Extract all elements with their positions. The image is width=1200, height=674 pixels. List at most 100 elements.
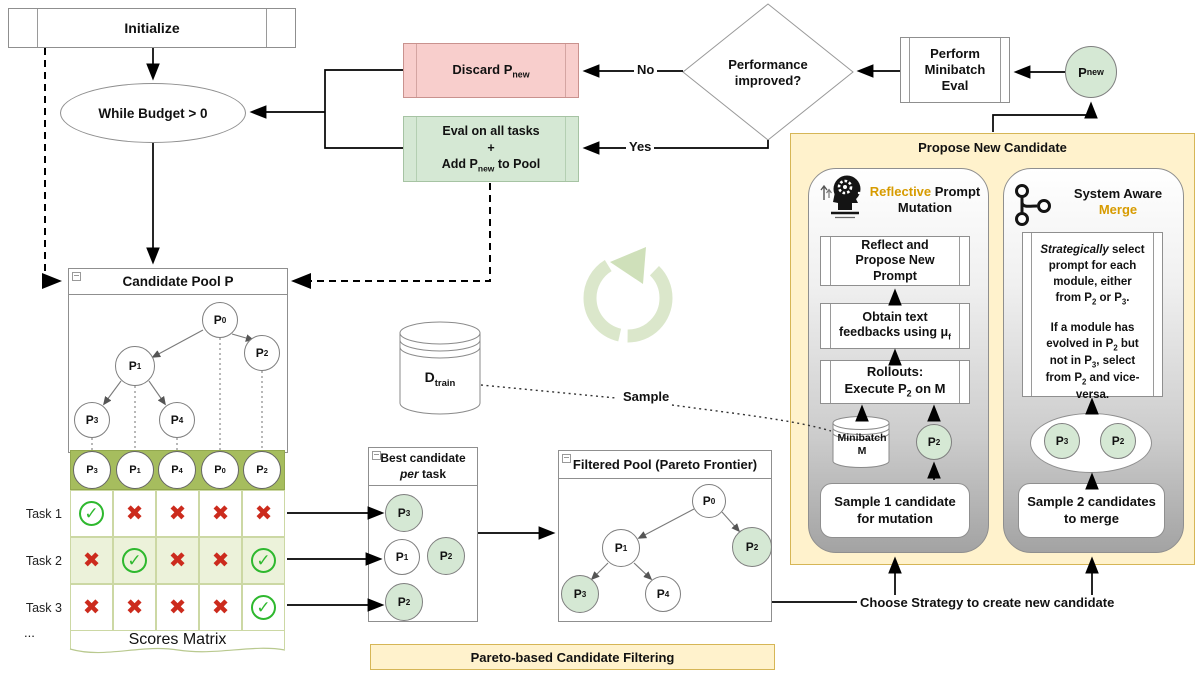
- best-title-l1: Best candidate: [380, 450, 466, 465]
- bracket-discard-eval: [324, 69, 403, 149]
- minibatch-m-l1: Minibatch: [837, 432, 887, 444]
- merge-title: System Aware Merge: [1056, 186, 1180, 219]
- merge-desc-rest: select prompt for each module, either fr…: [1048, 244, 1145, 306]
- sample1-box: Sample 1 candidate for mutation: [820, 483, 970, 538]
- no-label: No: [634, 62, 658, 77]
- best-title-per: per: [399, 466, 419, 481]
- matrix-cell: ✖: [156, 584, 199, 631]
- while-budget-label: While Budget > 0: [98, 105, 208, 121]
- pareto-banner: Pareto-based Candidate Filtering: [370, 644, 775, 670]
- dtrain-cylinder: [399, 321, 481, 415]
- mark: ✓: [79, 501, 104, 526]
- eval-line1: Eval on all tasks: [442, 124, 540, 139]
- mark: ✖: [125, 502, 144, 525]
- best-candidate-box: Best candidate per task: [368, 447, 478, 622]
- mark: ✓: [251, 595, 276, 620]
- collapse-icon: [372, 451, 381, 460]
- matrix-cell: ✖: [70, 584, 113, 631]
- dashed-init-to-pool: [42, 48, 62, 289]
- merge-description-box: Strategically select prompt for each mod…: [1022, 232, 1163, 401]
- step-feedback: Obtain text feedbacks using μf: [820, 303, 970, 349]
- mark: ✖: [125, 596, 144, 619]
- matrix-cell: ✖: [156, 490, 199, 537]
- arrow-panel-to-pnew: [992, 101, 1098, 132]
- dtrain-label: Dtrain: [424, 369, 456, 389]
- merge-title-l1: System Aware: [1073, 186, 1163, 201]
- arrow-yes: [582, 140, 769, 155]
- mark: ✖: [211, 549, 230, 572]
- eval-line3: Add Pnew to Pool: [441, 156, 541, 174]
- sample2-box: Sample 2 candidates to merge: [1018, 483, 1165, 538]
- matrix-cell: ✖: [199, 537, 242, 584]
- collapse-icon: [72, 272, 81, 281]
- matrix-ellipsis: ...: [24, 625, 35, 640]
- matrix-cell: ✓: [242, 537, 285, 584]
- matrix-cell: ✓: [113, 537, 156, 584]
- filtered-pool-title: Filtered Pool (Pareto Frontier): [559, 451, 771, 479]
- matrix-cell: ✓: [242, 584, 285, 631]
- mark: ✓: [251, 548, 276, 573]
- discard-label: Discard Pnew: [452, 61, 530, 80]
- while-budget-ellipse: While Budget > 0: [60, 83, 246, 143]
- minibatch-eval-l3: Eval: [941, 78, 969, 94]
- matrix-cell: ✖: [199, 490, 242, 537]
- task2-label: Task 2: [25, 554, 62, 568]
- mark: ✖: [168, 502, 187, 525]
- minibatch-eval-box: Perform Minibatch Eval: [900, 37, 1010, 103]
- mark: ✖: [168, 596, 187, 619]
- mark: ✖: [211, 502, 230, 525]
- matrix-cell: ✖: [156, 537, 199, 584]
- step-reflect-propose: Reflect and Propose New Prompt: [820, 236, 970, 286]
- mark: ✓: [122, 548, 147, 573]
- mark: ✖: [211, 596, 230, 619]
- sample2-label: Sample 2 candidates to merge: [1027, 493, 1156, 526]
- mutation-title-orange: Reflective: [869, 184, 932, 199]
- discard-box: Discard Pnew: [403, 43, 579, 98]
- choose-strategy-label: Choose Strategy to create new candidate: [858, 595, 1117, 610]
- merge-desc-p2: If a module has evolved in P2 but not in…: [1045, 321, 1140, 401]
- minibatch-m-label: Minibatch M: [833, 432, 891, 458]
- matrix-cell: ✓: [70, 490, 113, 537]
- matrix-cell: ✖: [70, 537, 113, 584]
- matrix-caption: Scores Matrix: [70, 631, 285, 649]
- mutation-title-rest: Prompt: [931, 184, 981, 199]
- step-reflect-label: Reflect and Propose New Prompt: [855, 237, 935, 283]
- sample-label: Sample: [621, 389, 672, 404]
- initialize-label: Initialize: [124, 20, 180, 36]
- step-feedback-label: Obtain text feedbacks using μf: [839, 309, 951, 342]
- mark: ✖: [82, 549, 101, 572]
- mutation-title-l2: Mutation: [897, 200, 953, 216]
- minibatch-m-l2: M: [857, 445, 867, 458]
- collapse-icon: [562, 454, 571, 463]
- mark: ✖: [254, 502, 273, 525]
- sample1-label: Sample 1 candidate for mutation: [834, 493, 956, 526]
- minibatch-eval-l1: Perform: [930, 45, 980, 61]
- initialize-box: Initialize: [8, 8, 296, 48]
- decision-label: Performance improved?: [700, 57, 836, 90]
- pareto-banner-label: Pareto-based Candidate Filtering: [470, 649, 675, 665]
- eval-line2: +: [487, 140, 495, 155]
- merge-desc-italic: Strategically: [1040, 244, 1109, 256]
- matrix-cell: ✖: [242, 490, 285, 537]
- best-title-task: task: [418, 466, 447, 481]
- mark: ✖: [82, 596, 101, 619]
- decision-l1: Performance: [728, 57, 808, 72]
